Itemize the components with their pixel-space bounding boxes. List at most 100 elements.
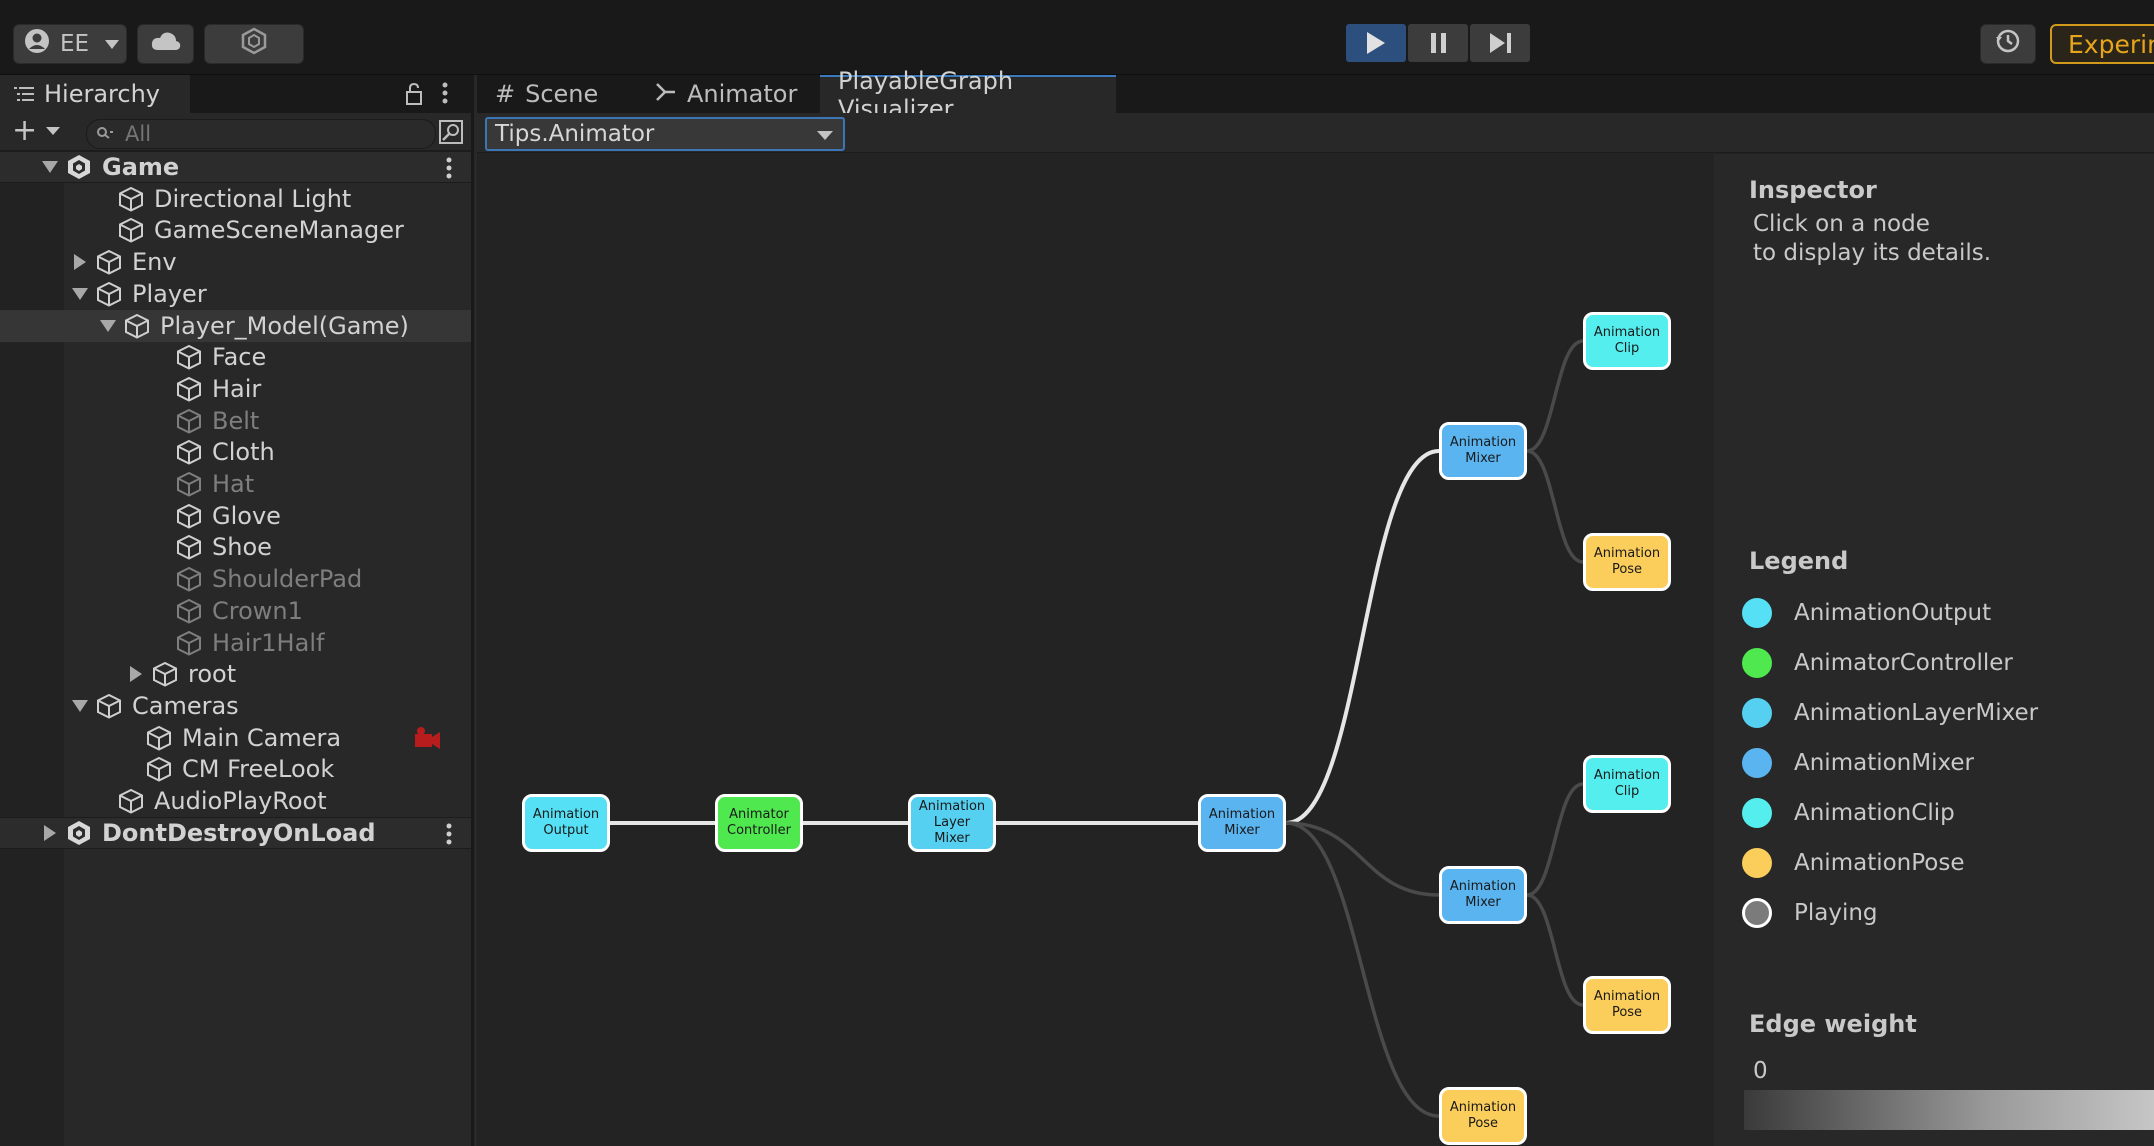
history-button[interactable] (1980, 24, 2036, 64)
hierarchy-row[interactable]: CM FreeLook (0, 753, 471, 785)
expand-right-icon[interactable] (70, 252, 90, 272)
graph-node-label: Mixer (1224, 823, 1260, 838)
chevron-down-icon (817, 131, 833, 140)
hierarchy-row-label: Directional Light (154, 184, 352, 213)
hierarchy-row[interactable]: Belt (0, 405, 471, 437)
graph-edge (1526, 893, 1584, 1007)
tab-scene-label: Scene (525, 80, 599, 108)
more-options-icon[interactable] (445, 156, 453, 186)
account-dropdown[interactable]: EE (13, 24, 127, 64)
hierarchy-row[interactable]: Crown1 (0, 595, 471, 627)
hierarchy-row[interactable]: GameSceneManager (0, 214, 471, 246)
gameobject-cube-icon (124, 312, 152, 340)
hierarchy-row[interactable]: Glove (0, 500, 471, 532)
hierarchy-row[interactable]: Face (0, 341, 471, 373)
gameobject-cube-icon (176, 565, 204, 593)
pause-icon (1430, 33, 1446, 53)
expand-down-icon[interactable] (70, 284, 90, 304)
hierarchy-row[interactable]: Cameras (0, 690, 471, 722)
tab-hierarchy[interactable]: Hierarchy (0, 75, 190, 113)
graph-node-label: Mixer (1465, 895, 1501, 910)
step-button[interactable] (1470, 24, 1530, 62)
expand-down-icon[interactable] (98, 316, 118, 336)
graph-node-label: Animation (1208, 807, 1276, 822)
pause-button[interactable] (1408, 24, 1468, 62)
visualizer-toolbar: Tips.Animator (477, 113, 2154, 153)
gameobject-cube-icon (118, 787, 146, 815)
hierarchy-row-label: Shoe (212, 533, 272, 562)
tab-playablegraph-visualizer[interactable]: PlayableGraph Visualizer (820, 67, 1116, 123)
hierarchy-row[interactable]: Hair1Half (0, 627, 471, 659)
graph-node-label: Pose (1467, 1116, 1499, 1131)
expand-right-icon[interactable] (126, 664, 146, 684)
hierarchy-row[interactable]: Directional Light (0, 183, 471, 215)
hierarchy-tab-label: Hierarchy (44, 80, 161, 108)
legend-item: AnimationClip (1742, 793, 1955, 833)
hierarchy-row[interactable]: ShoulderPad (0, 563, 471, 595)
hierarchy-row-label: root (188, 660, 237, 689)
hierarchy-row[interactable]: AudioPlayRoot (0, 785, 471, 817)
legend-label: Playing (1794, 900, 1878, 926)
play-button[interactable] (1346, 24, 1406, 62)
hierarchy-row[interactable]: Cloth (0, 436, 471, 468)
graph-edge (1285, 821, 1440, 1118)
hierarchy-row-label: Cameras (132, 691, 239, 720)
hierarchy-row[interactable]: Player_Model(Game) (0, 309, 471, 342)
hierarchy-row[interactable]: Main Camera (0, 722, 471, 754)
legend-label: AnimatorController (1794, 650, 2013, 676)
search-icon (97, 125, 115, 144)
graph-edge (1526, 449, 1584, 564)
hierarchy-row[interactable]: Env (0, 246, 471, 278)
legend-item: AnimationOutput (1742, 593, 1991, 633)
cloud-icon (150, 30, 182, 58)
experimental-packages-button[interactable]: Experim (2050, 24, 2154, 64)
hierarchy-row[interactable]: Shoe (0, 531, 471, 563)
hierarchy-search[interactable] (86, 119, 436, 149)
hierarchy-row[interactable]: Hair (0, 373, 471, 405)
expand-down-icon[interactable] (70, 696, 90, 716)
gameobject-cube-icon (118, 216, 146, 244)
search-input[interactable] (123, 121, 403, 147)
scene-row[interactable]: DontDestroyOnLoad (0, 816, 471, 852)
hierarchy-row-label: Hat (212, 470, 255, 498)
scene-search-icon[interactable] (438, 119, 468, 149)
cloud-button[interactable] (137, 24, 194, 64)
editor-center-area: # Scene Animator PlayableGraph Visualize… (477, 67, 2154, 1146)
tab-scene[interactable]: # Scene (477, 75, 637, 113)
collab-button[interactable] (204, 24, 304, 64)
expand-down-icon[interactable] (40, 157, 60, 177)
graph-select-dropdown[interactable]: Tips.Animator (485, 117, 845, 151)
lock-icon[interactable] (404, 82, 424, 110)
hierarchy-row[interactable]: Player (0, 278, 471, 310)
add-icon[interactable]: + (12, 113, 38, 148)
legend-item: AnimationLayerMixer (1742, 693, 2038, 733)
expand-right-icon[interactable] (40, 823, 60, 843)
more-options-icon[interactable] (445, 822, 453, 852)
graph-edge (1526, 339, 1584, 453)
chevron-down-icon[interactable] (46, 127, 60, 135)
scene-row[interactable]: Game (0, 151, 471, 183)
graph-edges (610, 339, 1584, 1118)
graph-node-label: Controller (727, 823, 791, 838)
hierarchy-row[interactable]: Hat (0, 468, 471, 500)
legend-label: AnimationPose (1794, 850, 1965, 876)
more-options-icon[interactable] (440, 80, 450, 110)
hierarchy-row[interactable]: root (0, 658, 471, 690)
gameobject-cube-icon (146, 724, 174, 752)
hierarchy-row-label: DontDestroyOnLoad (102, 818, 376, 847)
graph-node-label: Animation (1593, 546, 1661, 561)
tab-animator[interactable]: Animator (637, 75, 817, 113)
